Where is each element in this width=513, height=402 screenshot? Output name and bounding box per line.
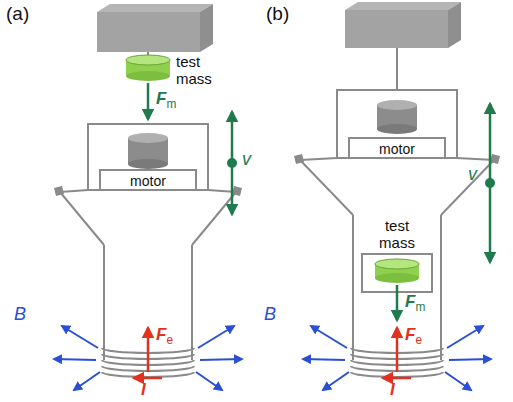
part-name: test mass	[375, 218, 419, 251]
part-name: motor	[379, 142, 415, 157]
field-symbol: B	[14, 305, 26, 325]
part-name-wrap: motor	[130, 172, 166, 190]
part-name: test mass	[176, 54, 220, 87]
current-symbol: I	[390, 381, 395, 400]
force-symbol-wrap: Fe	[405, 326, 422, 347]
panel-letter: (b)	[266, 4, 289, 25]
force-symbol: Fe	[156, 326, 173, 347]
panel-a	[54, 4, 242, 390]
force-symbol-wrap: Fe	[156, 326, 173, 347]
field-symbol-wrap: B	[14, 305, 26, 325]
part-name-wrap: motor	[379, 140, 415, 158]
panel-letter-wrap: (a)	[6, 4, 29, 25]
velocity-symbol-wrap: v	[468, 165, 477, 185]
part-name: motor	[130, 174, 166, 189]
force-symbol-wrap: Fm	[405, 293, 425, 314]
current-symbol-wrap: I	[141, 381, 146, 400]
field-symbol: B	[264, 305, 276, 325]
panel-letter-wrap: (b)	[266, 4, 289, 25]
force-symbol: Fe	[405, 326, 422, 347]
panel-letter: (a)	[6, 4, 29, 25]
panel-b	[294, 2, 500, 390]
velocity-symbol-wrap: v	[242, 150, 251, 170]
part-name-wrap: test mass	[375, 218, 419, 252]
force-symbol: Fm	[156, 90, 176, 111]
force-symbol: Fm	[405, 293, 425, 314]
velocity-symbol: v	[242, 150, 251, 170]
part-name-wrap: test mass	[176, 54, 220, 88]
field-symbol-wrap: B	[264, 305, 276, 325]
force-symbol-wrap: Fm	[156, 90, 176, 111]
velocity-symbol: v	[468, 165, 477, 185]
current-symbol-wrap: I	[390, 381, 395, 400]
current-symbol: I	[141, 381, 146, 400]
